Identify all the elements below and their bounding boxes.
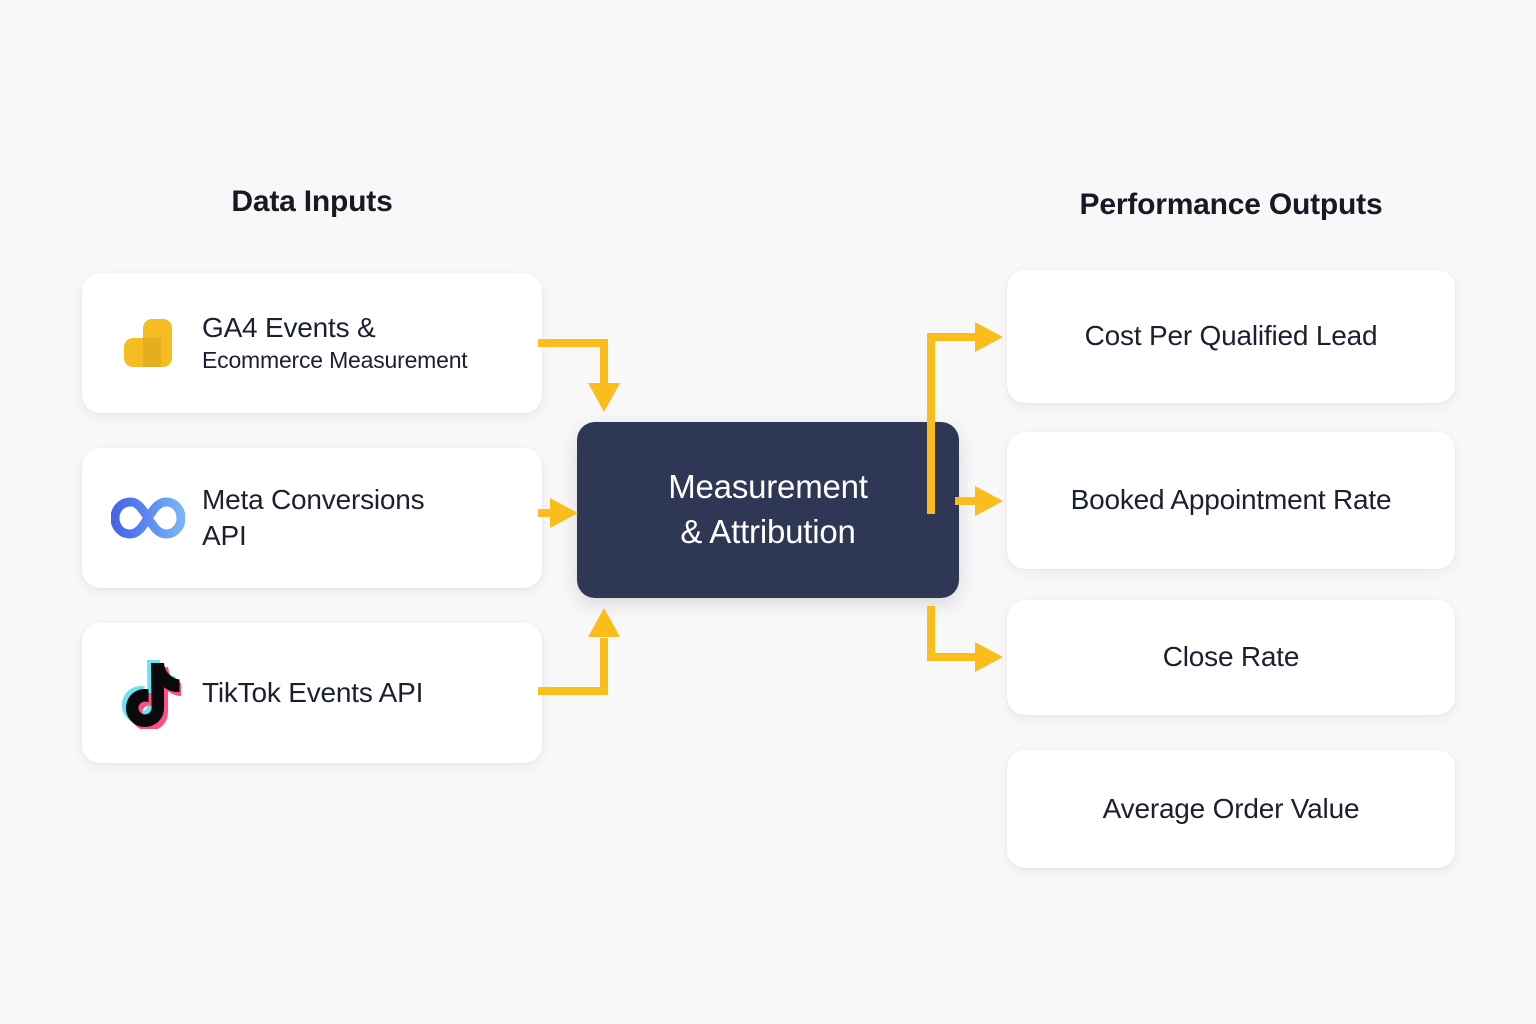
output-card-average-order-value[interactable]: Average Order Value bbox=[1007, 750, 1455, 868]
arrowhead-up-tiktok bbox=[588, 608, 620, 637]
output-card-cost-per-qualified-lead[interactable]: Cost Per Qualified Lead bbox=[1007, 270, 1455, 403]
arrowhead-right-meta bbox=[550, 498, 578, 528]
performance-outputs-heading: Performance Outputs bbox=[1079, 188, 1383, 221]
hub-label-line2: & Attribution bbox=[680, 513, 856, 550]
input-card-subtitle: API bbox=[202, 519, 247, 551]
input-card-text: Meta Conversions API bbox=[202, 482, 425, 554]
output-card-booked-appointment-rate[interactable]: Booked Appointment Rate bbox=[1007, 432, 1455, 569]
input-card-ga4[interactable]: GA4 Events & Ecommerce Measurement bbox=[82, 273, 542, 413]
connector-tiktok-to-hub bbox=[538, 638, 608, 695]
input-card-subtitle: Ecommerce Measurement bbox=[202, 346, 468, 373]
output-card-label: Average Order Value bbox=[1102, 792, 1360, 824]
input-card-tiktok[interactable]: TikTok Events API bbox=[82, 623, 542, 763]
connector-ga4-to-hub bbox=[538, 339, 608, 396]
input-card-text: TikTok Events API bbox=[202, 675, 423, 711]
arrowhead-down-ga4 bbox=[588, 383, 620, 412]
arrowhead-right-output-1 bbox=[975, 322, 1003, 352]
tiktok-note-icon bbox=[110, 655, 186, 731]
hub-label: Measurement & Attribution bbox=[668, 465, 868, 554]
input-card-meta[interactable]: Meta Conversions API bbox=[82, 448, 542, 588]
meta-infinity-icon bbox=[110, 480, 186, 556]
hub-label-line1: Measurement bbox=[668, 468, 868, 506]
arrowhead-right-output-2 bbox=[975, 486, 1003, 516]
input-card-title: TikTok Events API bbox=[202, 677, 424, 709]
output-card-label: Booked Appointment Rate bbox=[1070, 484, 1392, 516]
input-card-title: Meta Conversions bbox=[202, 483, 425, 515]
input-card-text: GA4 Events & Ecommerce Measurement bbox=[202, 310, 468, 376]
connector-hub-to-close-rate bbox=[927, 606, 983, 661]
output-card-close-rate[interactable]: Close Rate bbox=[1007, 600, 1455, 715]
arrowhead-right-output-3 bbox=[975, 642, 1003, 672]
measurement-attribution-hub[interactable]: Measurement & Attribution bbox=[577, 422, 959, 598]
google-analytics-icon bbox=[110, 305, 186, 381]
data-inputs-heading: Data Inputs bbox=[231, 185, 393, 218]
output-card-label: Cost Per Qualified Lead bbox=[1084, 320, 1378, 352]
input-card-title: GA4 Events & bbox=[202, 312, 376, 344]
output-card-label: Close Rate bbox=[1162, 641, 1300, 673]
